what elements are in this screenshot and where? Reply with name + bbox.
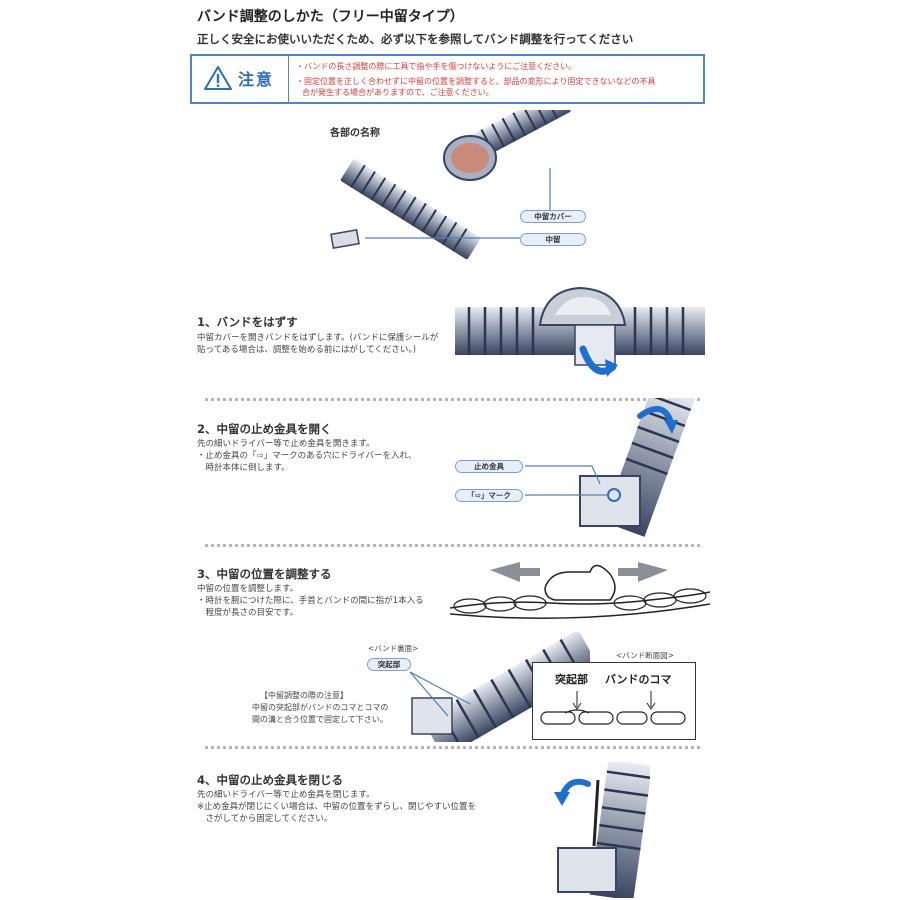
step3-text: 中留の位置を調整します。 ・時計を腕につけた際に、手首とバンドの間に指が1本入る… [197,584,424,618]
page-title: バンド調整のしかた（フリー中留タイプ） [197,9,464,25]
divider-2 [205,544,700,547]
step2-text: 先の細いドライバー等で止め金具を開きます。 ・止め金具の「⇨」マークのある穴にド… [197,439,417,473]
wrist-diagram-image [450,562,710,619]
warning-icon [204,66,232,90]
step1-image [455,286,705,377]
step1-text: 中留カバーを開きバンドをはずします。(バンドに保護シールが 貼ってある場合は、調… [197,333,439,355]
caution-label-cell: 注意 [192,56,289,102]
watch-overview-image [330,110,571,260]
step4-text: 先の細いドライバー等で止め金具を閉じます。 ※止め金具が閉じにくい場合は、中留の… [197,790,476,824]
diagram-protrusion-label: 突起部 [555,673,588,686]
step2-title: 2、中留の止め金具を開く [197,422,332,436]
step4-title: 4、中留の止め金具を閉じる [197,773,344,787]
label-arrow-mark: 「⇨」マーク [455,489,523,502]
band-section-drawing [540,691,686,725]
step3-note-title: 【中留調整の際の注意】 [260,691,348,700]
step3-note-text: 中留の突起部がバンドのコマとコマの 間の溝と合う位置で固定して下さい。 [252,703,389,724]
step3-band-image [409,632,590,742]
caution-line-3: 合が発生する場合がありますので、ご注意ください。 [302,88,494,97]
parts-title: 各部の名称 [330,128,380,139]
divider-3 [205,746,700,749]
caution-line-1: ・バンドの長さ調整の際に工具で指や手を傷つけないようにご注意ください。 [296,62,577,71]
caution-label: 注意 [238,70,275,89]
label-clasp: 中留 [520,233,586,246]
step2-image [525,398,696,537]
divider-1 [205,398,700,401]
diagram-link-label: バンドのコマ [605,673,672,686]
band-back-label: <バンド裏面> [368,644,419,653]
label-stopper: 止め金具 [455,460,523,473]
step3-title: 3、中留の位置を調整する [197,567,332,581]
section-diagram-label: <バンド断面図> [616,651,674,660]
label-clasp-cover: 中留カバー [520,210,586,223]
caution-line-2: ・固定位置を正しく合わせずに中留の位置を調整すると、部品の変形により固定できない… [296,77,656,86]
label-protrusion: 突起部 [367,658,411,671]
step4-image [554,762,650,898]
caution-box: 注意 ・バンドの長さ調整の際に工具で指や手を傷つけないようにご注意ください。 ・… [190,54,705,104]
step1-title: 1、バンドをはずす [197,315,298,329]
band-section-diagram: 突起部 バンドのコマ [532,662,696,740]
page-subtitle: 正しく安全にお使いいただくため、必ず以下を参照してバンド調整を行ってください [197,32,634,46]
